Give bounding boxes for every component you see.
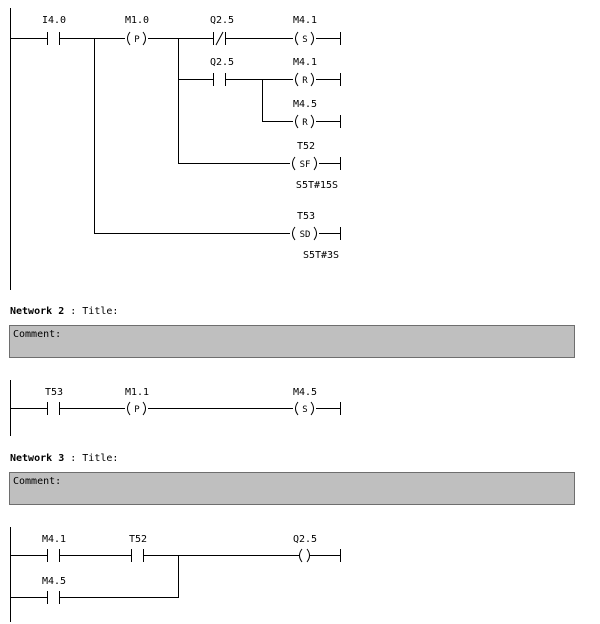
contact-label: M4.5 xyxy=(42,576,66,587)
coil-type: S xyxy=(302,35,307,45)
coil-type: P xyxy=(134,35,140,45)
coil-m4-1-reset[interactable]: M4.1 R xyxy=(293,57,317,87)
timer-preset: S5T#15S xyxy=(296,180,338,191)
contact-label: Q2.5 xyxy=(210,15,234,26)
coil-operand: M4.5 xyxy=(293,99,317,110)
coil-m4-5-set[interactable]: M4.5 S xyxy=(293,387,317,416)
contact-q2-5-nc[interactable]: Q2.5 xyxy=(210,15,234,46)
network-label: Network xyxy=(10,306,53,317)
timer-preset: S5T#3S xyxy=(303,250,339,261)
coil-type: R xyxy=(302,76,308,86)
coil-type: R xyxy=(302,118,308,128)
contact-q2-5-no[interactable]: Q2.5 xyxy=(210,57,234,86)
network-2-title[interactable]: Network 2 : Title: xyxy=(10,306,119,317)
coil-m4-5-reset[interactable]: M4.5 R xyxy=(293,99,317,129)
contact-label: T52 xyxy=(129,534,147,545)
network-title-label: Title: xyxy=(82,453,119,464)
comment-label: Comment: xyxy=(13,329,62,340)
network-3-comment-box[interactable]: Comment: xyxy=(9,472,575,505)
contact-label: Q2.5 xyxy=(210,57,234,68)
contact-m4-5[interactable]: M4.5 xyxy=(42,576,66,604)
comment-label: Comment: xyxy=(13,476,62,487)
contact-label: M4.1 xyxy=(42,534,66,545)
contact-t52[interactable]: T52 xyxy=(129,534,147,562)
coil-operand: M1.1 xyxy=(125,387,149,398)
network-number: 3 xyxy=(58,453,65,464)
contact-t53[interactable]: T53 xyxy=(45,387,63,415)
coil-m1-1[interactable]: M1.1 P xyxy=(125,387,149,416)
coil-type: S xyxy=(302,405,307,415)
network-2-ladder: T53 M1.1 P M4.5 S xyxy=(10,380,341,436)
coil-type: P xyxy=(134,405,140,415)
network-2-comment-box[interactable]: Comment: xyxy=(9,325,575,358)
coil-q2-5[interactable]: Q2.5 xyxy=(293,534,317,563)
contact-label: T53 xyxy=(45,387,63,398)
timer-coil-t53[interactable]: T53 SD S5T#3S xyxy=(292,211,340,261)
network-label: Network xyxy=(10,453,53,464)
contact-m4-1[interactable]: M4.1 xyxy=(42,534,66,562)
coil-operand: M4.1 xyxy=(293,15,317,26)
coil-operand: Q2.5 xyxy=(293,534,317,545)
network-number: 2 xyxy=(58,306,65,317)
timer-coil-t52[interactable]: T52 SF S5T#15S xyxy=(292,141,339,191)
timer-type: SF xyxy=(300,160,311,170)
timer-type: SD xyxy=(300,230,311,240)
network-3-ladder: M4.1 T52 M4.5 Q2.5 xyxy=(10,527,341,622)
coil-operand: M4.1 xyxy=(293,57,317,68)
coil-operand: M4.5 xyxy=(293,387,317,398)
network-title-label: Title: xyxy=(82,306,119,317)
timer-operand: T53 xyxy=(297,211,315,222)
coil-m1-0[interactable]: M1.0 P xyxy=(125,15,149,46)
timer-operand: T52 xyxy=(297,141,315,152)
contact-label: I4.0 xyxy=(42,15,66,26)
network-3-title[interactable]: Network 3 : Title: xyxy=(10,453,119,464)
network-1-ladder: I4.0 M1.0 P Q2.5 M4.1 S Q2.5 M4.1 R M4.5… xyxy=(10,8,341,290)
coil-m4-1-set[interactable]: M4.1 S xyxy=(293,15,317,46)
coil-operand: M1.0 xyxy=(125,15,149,26)
contact-i4-0[interactable]: I4.0 xyxy=(42,15,66,45)
